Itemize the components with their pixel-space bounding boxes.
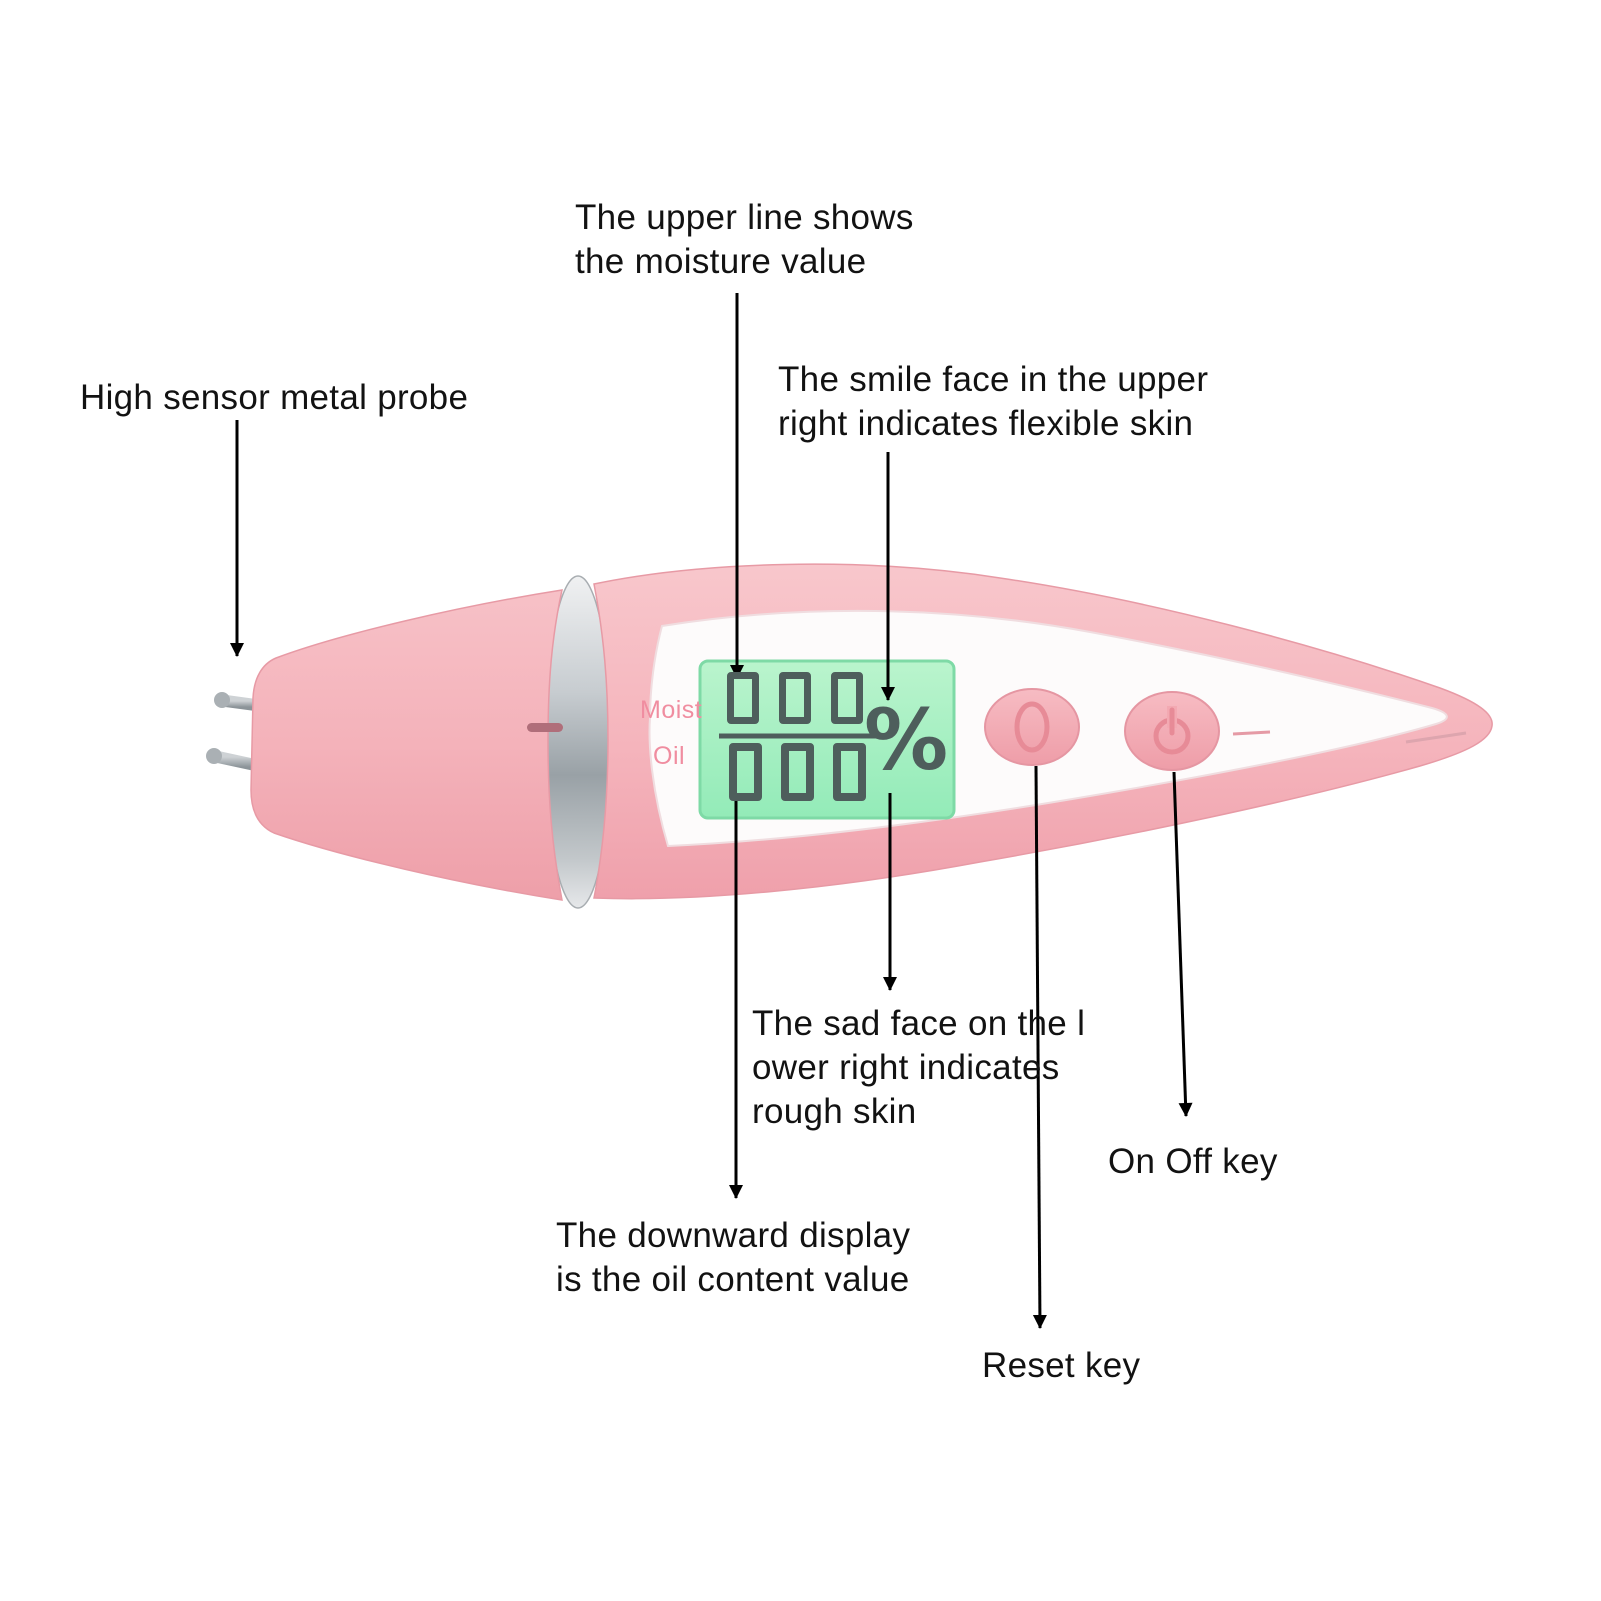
device-illustration xyxy=(206,563,1493,909)
probe-pin-upper-tip xyxy=(214,692,230,708)
arrow-on-off-key xyxy=(1172,771,1193,1117)
annotation-arrows xyxy=(230,293,1193,1329)
lcd-screen xyxy=(698,659,956,820)
probe-pin-lower-tip xyxy=(206,748,222,764)
nose-slot xyxy=(527,723,563,732)
power-icon xyxy=(1153,706,1191,755)
body-seam-line xyxy=(1232,730,1271,736)
arrow-reset-key xyxy=(1032,765,1047,1329)
reset-icon xyxy=(1014,701,1050,753)
power-button xyxy=(1124,691,1220,771)
reset-button xyxy=(984,688,1080,766)
nose-cone xyxy=(250,589,563,901)
tip-seam-line xyxy=(1405,731,1467,744)
